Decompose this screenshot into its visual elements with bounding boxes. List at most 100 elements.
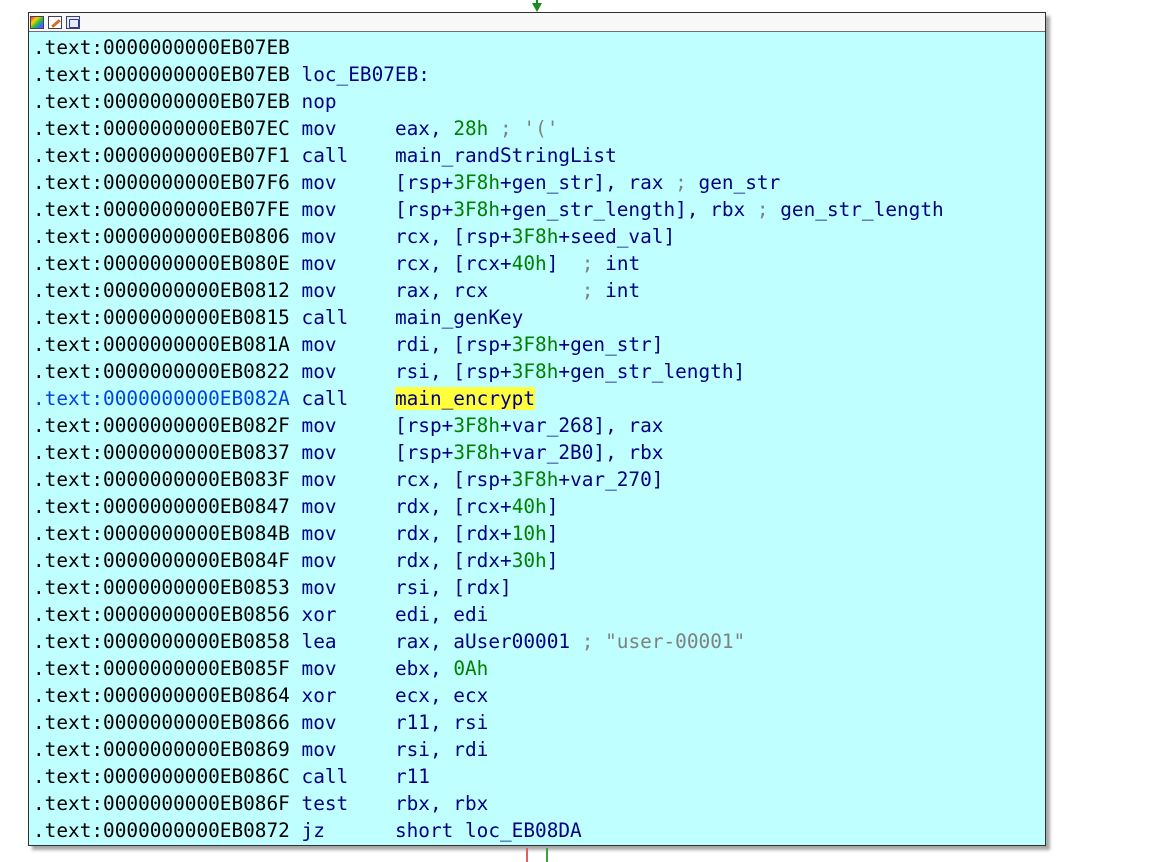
listing-line[interactable]: .text:0000000000EB084F mov rdx, [rdx+30h… <box>33 547 1045 574</box>
line-comment[interactable]: gen_str <box>698 171 781 194</box>
line-operands[interactable]: main_encrypt <box>394 387 536 410</box>
line-operands[interactable]: edi, edi <box>394 603 489 626</box>
line-address[interactable]: .text:0000000000EB07F1 <box>33 144 290 167</box>
color-palette-icon[interactable] <box>30 15 44 29</box>
listing-line[interactable]: .text:0000000000EB0866 mov r11, rsi <box>33 709 1045 736</box>
line-address[interactable]: .text:0000000000EB07EC <box>33 117 290 140</box>
line-mnemonic[interactable]: mov <box>301 711 337 734</box>
listing-line[interactable]: .text:0000000000EB086C call r11 <box>33 763 1045 790</box>
line-operands[interactable]: [rsp+3F8h+var_2B0], rbx <box>394 441 664 464</box>
line-address[interactable]: .text:0000000000EB0858 <box>33 630 290 653</box>
listing-line[interactable]: .text:0000000000EB0847 mov rdx, [rcx+40h… <box>33 493 1045 520</box>
line-label[interactable]: loc_EB07EB: <box>301 63 430 86</box>
numeric-operand[interactable]: 3F8h <box>511 225 559 248</box>
line-address[interactable]: .text:0000000000EB0853 <box>33 576 290 599</box>
line-operands[interactable]: [rsp+3F8h+var_268], rax <box>394 414 664 437</box>
line-operands[interactable]: rdx, [rdx+10h] <box>394 522 559 545</box>
listing-line[interactable]: .text:0000000000EB0864 xor ecx, ecx <box>33 682 1045 709</box>
line-operands[interactable]: main_randStringList <box>394 144 617 167</box>
line-operands[interactable]: rcx, [rsp+3F8h+var_270] <box>394 468 664 491</box>
listing-line[interactable]: .text:0000000000EB07EC mov eax, 28h ; '(… <box>33 115 1045 142</box>
line-text[interactable]: nop <box>301 90 337 113</box>
disassembly-listing[interactable]: .text:0000000000EB07EB .text:0000000000E… <box>29 32 1045 844</box>
line-address[interactable]: .text:0000000000EB0869 <box>33 738 290 761</box>
line-mnemonic[interactable]: mov <box>301 360 337 383</box>
line-address[interactable]: .text:0000000000EB0812 <box>33 279 290 302</box>
highlighted-symbol[interactable]: main_encrypt <box>394 387 536 410</box>
line-mnemonic[interactable]: mov <box>301 495 337 518</box>
listing-line[interactable]: .text:0000000000EB085F mov ebx, 0Ah <box>33 655 1045 682</box>
line-operands[interactable]: eax, 28h <box>394 117 489 140</box>
line-operands[interactable]: rdx, [rdx+30h] <box>394 549 559 572</box>
line-operands[interactable]: rsi, [rdx] <box>394 576 512 599</box>
line-comment[interactable]: int <box>605 252 641 275</box>
listing-line[interactable]: .text:0000000000EB084B mov rdx, [rdx+10h… <box>33 520 1045 547</box>
line-mnemonic[interactable]: call <box>301 765 349 788</box>
listing-line[interactable]: .text:0000000000EB0858 lea rax, aUser000… <box>33 628 1045 655</box>
line-operands[interactable]: [rsp+3F8h+gen_str], rax <box>394 171 664 194</box>
numeric-operand[interactable]: 3F8h <box>453 414 501 437</box>
line-address[interactable]: .text:0000000000EB080E <box>33 252 290 275</box>
numeric-operand[interactable]: 3F8h <box>511 360 559 383</box>
line-address[interactable]: .text:0000000000EB0872 <box>33 819 290 842</box>
line-operands[interactable]: rbx, rbx <box>394 792 489 815</box>
line-operands[interactable]: r11, rsi <box>394 711 489 734</box>
line-comment[interactable]: "user-00001" <box>605 630 746 653</box>
line-address[interactable]: .text:0000000000EB0815 <box>33 306 290 329</box>
listing-line[interactable]: .text:0000000000EB082A call main_encrypt <box>33 385 1045 412</box>
line-address[interactable]: .text:0000000000EB07EB <box>33 90 290 113</box>
line-mnemonic[interactable]: mov <box>301 522 337 545</box>
line-address[interactable]: .text:0000000000EB0856 <box>33 603 290 626</box>
numeric-operand[interactable]: 3F8h <box>453 171 501 194</box>
listing-line[interactable]: .text:0000000000EB081A mov rdi, [rsp+3F8… <box>33 331 1045 358</box>
line-mnemonic[interactable]: mov <box>301 171 337 194</box>
numeric-operand[interactable]: 0Ah <box>453 657 489 680</box>
listing-line[interactable]: .text:0000000000EB083F mov rcx, [rsp+3F8… <box>33 466 1045 493</box>
line-mnemonic[interactable]: lea <box>301 630 337 653</box>
numeric-operand[interactable]: 3F8h <box>511 468 559 491</box>
line-operands[interactable]: rdx, [rcx+40h] <box>394 495 559 518</box>
line-mnemonic[interactable]: mov <box>301 657 337 680</box>
listing-line[interactable]: .text:0000000000EB0822 mov rsi, [rsp+3F8… <box>33 358 1045 385</box>
line-mnemonic[interactable]: mov <box>301 279 337 302</box>
line-mnemonic[interactable]: test <box>301 792 349 815</box>
line-operands[interactable]: [rsp+3F8h+gen_str_length], rbx <box>394 198 746 221</box>
listing-line[interactable]: .text:0000000000EB07EB loc_EB07EB: <box>33 61 1045 88</box>
line-address[interactable]: .text:0000000000EB0847 <box>33 495 290 518</box>
line-address[interactable]: .text:0000000000EB082F <box>33 414 290 437</box>
listing-line[interactable]: .text:0000000000EB0853 mov rsi, [rdx] <box>33 574 1045 601</box>
line-address[interactable]: .text:0000000000EB07EB <box>33 36 290 59</box>
line-operands[interactable]: short loc_EB08DA <box>394 819 582 842</box>
listing-line[interactable]: .text:0000000000EB07FE mov [rsp+3F8h+gen… <box>33 196 1045 223</box>
line-address[interactable]: .text:0000000000EB0866 <box>33 711 290 734</box>
listing-line[interactable]: .text:0000000000EB0812 mov rax, rcx ; in… <box>33 277 1045 304</box>
line-address[interactable]: .text:0000000000EB0864 <box>33 684 290 707</box>
line-mnemonic[interactable]: xor <box>301 684 337 707</box>
line-address[interactable]: .text:0000000000EB07F6 <box>33 171 290 194</box>
line-address[interactable]: .text:0000000000EB083F <box>33 468 290 491</box>
numeric-operand[interactable]: 3F8h <box>453 198 501 221</box>
line-mnemonic[interactable]: mov <box>301 225 337 248</box>
line-mnemonic[interactable]: call <box>301 306 349 329</box>
graph-node[interactable]: .text:0000000000EB07EB .text:0000000000E… <box>28 12 1046 846</box>
line-comment[interactable]: '(' <box>523 117 559 140</box>
line-mnemonic[interactable]: xor <box>301 603 337 626</box>
listing-line[interactable]: .text:0000000000EB0872 jz short loc_EB08… <box>33 817 1045 844</box>
line-mnemonic[interactable]: mov <box>301 549 337 572</box>
line-address[interactable]: .text:0000000000EB086F <box>33 792 290 815</box>
line-address[interactable]: .text:0000000000EB082A <box>33 387 290 410</box>
line-operands[interactable]: ecx, ecx <box>394 684 489 707</box>
listing-line[interactable]: .text:0000000000EB0856 xor edi, edi <box>33 601 1045 628</box>
numeric-operand[interactable]: 30h <box>511 549 547 572</box>
line-address[interactable]: .text:0000000000EB0837 <box>33 441 290 464</box>
line-address[interactable]: .text:0000000000EB07FE <box>33 198 290 221</box>
listing-line[interactable]: .text:0000000000EB0837 mov [rsp+3F8h+var… <box>33 439 1045 466</box>
line-operands[interactable]: rsi, rdi <box>394 738 489 761</box>
numeric-operand[interactable]: 28h <box>453 117 489 140</box>
listing-line[interactable]: .text:0000000000EB0815 call main_genKey <box>33 304 1045 331</box>
numeric-operand[interactable]: 40h <box>511 495 547 518</box>
line-operands[interactable]: rsi, [rsp+3F8h+gen_str_length] <box>394 360 746 383</box>
line-operands[interactable]: rax, aUser00001 <box>394 630 571 653</box>
line-comment[interactable]: gen_str_length <box>780 198 944 221</box>
numeric-operand[interactable]: 3F8h <box>511 333 559 356</box>
